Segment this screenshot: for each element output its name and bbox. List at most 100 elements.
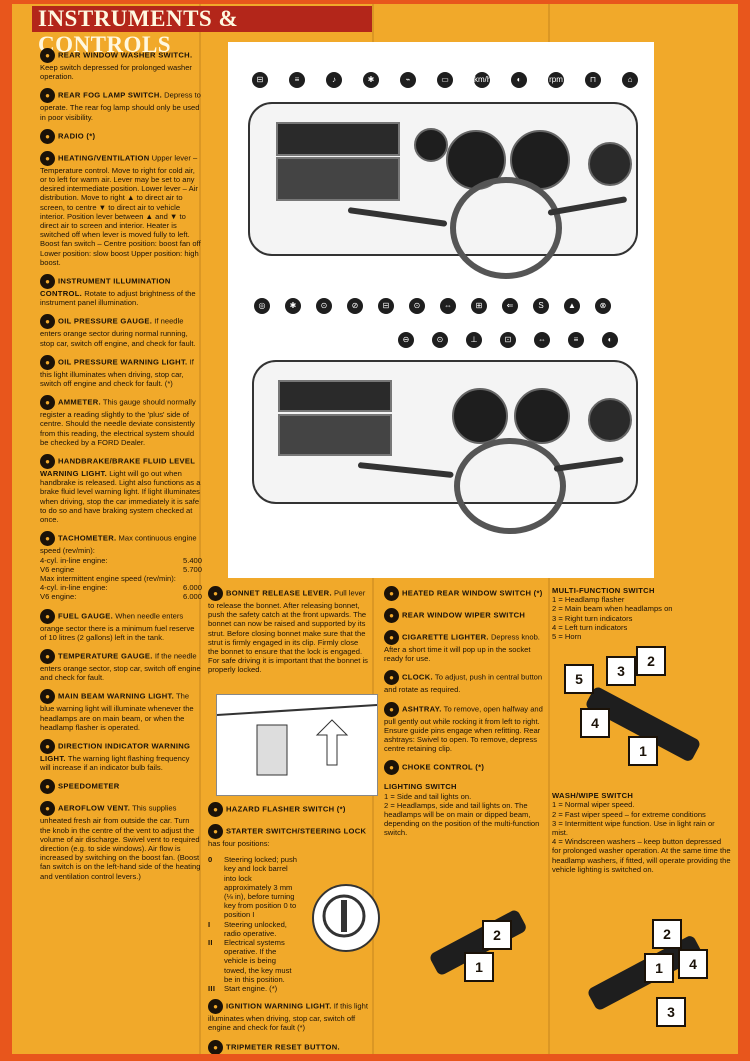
diagram-callout: ≡ — [289, 72, 305, 88]
radio-unit-lower — [278, 380, 392, 412]
entry-title: DIRECTION INDICATOR WARNING LIGHT. — [40, 741, 191, 763]
direction-arrow: 2 — [482, 920, 512, 950]
direction-arrow: 3 — [606, 656, 636, 686]
instruments-controls-page: INSTRUMENTS & CONTROLS ●REAR WINDOW WASH… — [12, 4, 738, 1054]
entry-text: ●DIRECTION INDICATOR WARNING LIGHT. The … — [40, 738, 202, 772]
middle-column: ●BONNET RELEASE LEVER. Pull lever to rel… — [208, 586, 368, 682]
direction-arrow: 1 — [644, 953, 674, 983]
rpm-row: V6 engine:6.000 — [40, 592, 202, 601]
entry-text: ●CHOKE CONTROL (*) — [384, 760, 544, 776]
control-entry: ●FUEL GAUGE. When needle enters orange s… — [40, 608, 202, 642]
starter-icon: ● — [208, 824, 223, 839]
entry-title: CLOCK. — [402, 672, 433, 682]
diagram-callout: ⊟ — [378, 298, 394, 314]
position-text: Electrical systems operative. If the veh… — [224, 938, 292, 984]
diagram-callout: ⇐ — [502, 298, 518, 314]
control-entry: ●RADIO (*) — [40, 128, 202, 144]
choke-icon: ● — [384, 760, 399, 776]
fuel-icon: ● — [40, 608, 55, 624]
tachometer-icon: ● — [40, 531, 55, 547]
entry-title: RADIO (*) — [58, 131, 96, 141]
position-number: 0 — [208, 855, 213, 865]
direction-arrow: 4 — [678, 949, 708, 979]
control-entry: ●HEATING/VENTILATION Upper lever – Tempe… — [40, 150, 202, 267]
entry-title: FUEL GAUGE. — [58, 611, 114, 621]
entry-text: ●HEATED REAR WINDOW SWITCH (*) — [384, 586, 544, 601]
control-entry: ●MAIN BEAM WARNING LIGHT. The blue warni… — [40, 689, 202, 732]
direction-arrow: 1 — [628, 736, 658, 766]
entry-title: HAZARD FLASHER SWITCH (*) — [226, 804, 346, 814]
fan-icon: ● — [40, 150, 55, 166]
hazard-icon: ● — [208, 802, 223, 817]
control-entry: ●IGNITION WARNING LIGHT. If this light i… — [208, 999, 368, 1032]
temperature-icon: ● — [40, 648, 55, 664]
radio-icon: ● — [40, 128, 55, 144]
entry-body: Depress knob. After a short time it will… — [384, 632, 540, 664]
speedometer-dial-lower — [514, 388, 570, 444]
position-text: Steering unlocked, radio operative. — [224, 919, 287, 938]
entry-title: OIL PRESSURE WARNING LIGHT. — [58, 357, 188, 367]
entry-text: ●SPEEDOMETER — [40, 779, 202, 795]
entry-body: This gauge should normally register a re… — [40, 397, 196, 447]
entry-title: INSTRUMENT ILLUMINATION CONTROL. — [40, 276, 171, 299]
rpm-label: V6 engine — [40, 564, 75, 574]
multifunction-line: 1 = Headlamp flasher — [552, 595, 625, 605]
oil-can-icon: ● — [40, 354, 55, 370]
direction-arrow: 3 — [656, 997, 686, 1027]
diagram-callout: ⌂ — [622, 72, 638, 88]
rpm-value: 6.000 — [182, 592, 202, 602]
entry-text: ●AMMETER. This gauge should normally reg… — [40, 395, 202, 447]
diagram-callout: ⊖ — [398, 332, 414, 348]
entry-text: ●OIL PRESSURE GAUGE. If needle enters or… — [40, 314, 202, 348]
rpm-row: Max intermittent engine speed (rev/min): — [40, 574, 202, 583]
diagram-callout: ⊥ — [466, 332, 482, 348]
diagram-callout: ⊗ — [595, 298, 611, 314]
rpm-row: V6 engine 5.700 — [40, 565, 202, 574]
entry-title: TEMPERATURE GAUGE. — [58, 651, 153, 661]
speedometer-dial — [510, 130, 570, 190]
rpm-label: 4-cyl. in-line engine: — [40, 583, 108, 593]
fuel-gauge-dial — [452, 388, 508, 444]
small-gauge — [414, 128, 448, 162]
entry-body: Keep switch depressed for prolonged wash… — [40, 63, 192, 82]
entry-title: TRIPMETER RESET BUTTON. — [226, 1042, 340, 1052]
diagram-callout: rpm — [548, 72, 564, 88]
entry-title: ASHTRAY. — [402, 704, 442, 714]
diagram-callout: ⊓ — [585, 72, 601, 88]
battery-icon: ● — [40, 395, 55, 411]
entry-body: The blue warning light will illuminate w… — [40, 691, 194, 732]
diagram-callout: ⊟ — [252, 72, 268, 88]
control-entry: ●STARTER SWITCH/STEERING LOCK has four p… — [208, 824, 368, 848]
entry-title: MAIN BEAM WARNING LIGHT. — [58, 691, 175, 701]
fold-line — [199, 4, 201, 1054]
lighting-line: 2 = Headlamps, side and tail lights on. … — [384, 800, 540, 838]
entry-text: ●OIL PRESSURE WARNING LIGHT. If this lig… — [40, 354, 202, 388]
diagram-callout: ✱ — [285, 298, 301, 314]
washwipe-line: 4 = Windscreen washers – keep button dep… — [552, 837, 731, 874]
rpm-value: 5.700 — [182, 564, 202, 574]
entry-body: Rotate to adjust brightness of the instr… — [40, 289, 196, 308]
direction-arrow: 4 — [580, 708, 610, 738]
multifunction-line: 3 = Right turn indicators — [552, 613, 633, 623]
ignition-icon: ● — [208, 999, 223, 1015]
entry-text: ●HEATING/VENTILATION Upper lever – Tempe… — [40, 150, 202, 267]
entry-body: Depress to operate. The rear fog lamp sh… — [40, 90, 201, 122]
brake-icon: ● — [40, 454, 55, 470]
rpm-row: 4-cyl. in-line engine:5.400 — [40, 556, 202, 565]
diagram-callout: ⊙ — [432, 332, 448, 348]
washwipe-title: WASH/WIPE SWITCH — [552, 791, 634, 801]
entry-title: HEATED REAR WINDOW SWITCH (*) — [402, 588, 543, 598]
control-entry: ●HEATED REAR WINDOW SWITCH (*) — [384, 586, 544, 601]
entry-title: TACHOMETER. — [58, 533, 117, 543]
entry-body: Light will go out when handbrake is rele… — [40, 469, 201, 525]
diagram-callout: ▭ — [437, 72, 453, 88]
aeroflow-vent-lower — [588, 398, 632, 442]
diagram-callout: ◎ — [254, 298, 270, 314]
rpm-label: 4-cyl. in-line engine: — [40, 555, 108, 565]
diagram-callout: ⇔ — [534, 332, 550, 348]
left-column: ●REAR WINDOW WASHER SWITCH. Keep switch … — [40, 48, 202, 888]
entry-body: This supplies unheated fresh air from ou… — [40, 803, 201, 881]
entry-title: STARTER SWITCH/STEERING LOCK — [226, 826, 367, 836]
